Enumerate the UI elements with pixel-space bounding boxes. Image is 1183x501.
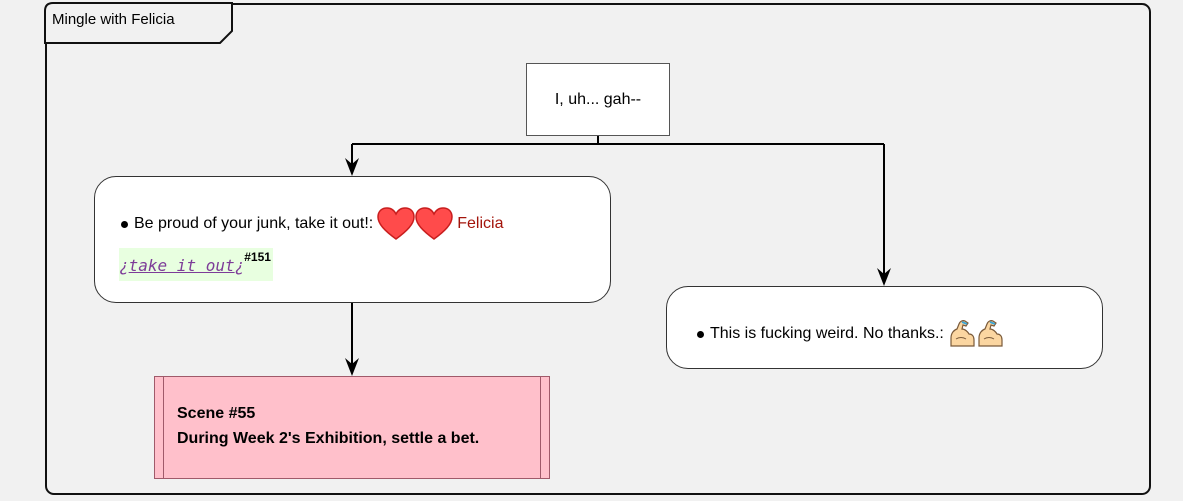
flexed-biceps-icon <box>978 320 1003 347</box>
action-label: ¿take it out¿ <box>119 256 245 275</box>
action-tag: ¿take it out¿ #151 <box>119 248 273 281</box>
choice-line: Be proud of your junk, take it out!: Fel… <box>121 207 503 241</box>
action-number: #151 <box>244 250 271 264</box>
affection-icons <box>377 207 454 241</box>
scene-description: During Week 2's Exhibition, settle a bet… <box>177 430 480 447</box>
frame-title: Mingle with Felicia <box>52 11 175 28</box>
prompt-text: I, uh... gah-- <box>554 90 642 108</box>
choice-line: This is fucking weird. No thanks.: <box>697 319 1004 349</box>
arrowhead-choice-2 <box>877 268 891 286</box>
choice-node-take-it-out: Be proud of your junk, take it out!: Fel… <box>94 176 611 303</box>
choice-text: Be proud of your junk, take it out!: <box>134 215 374 232</box>
flexed-biceps-icon <box>950 320 975 347</box>
prompt-box: I, uh... gah-- <box>526 63 670 136</box>
choice-node-no-thanks: This is fucking weird. No thanks.: <box>666 286 1103 369</box>
scene-title: Scene #55 <box>177 405 256 422</box>
heart-icon <box>377 207 416 240</box>
stat-icons <box>948 319 1004 349</box>
npc-name: Felicia <box>457 215 504 232</box>
arrowhead-scene <box>345 358 359 376</box>
frame-title-tab <box>44 2 233 44</box>
bullet-icon <box>121 220 128 228</box>
bullet-icon <box>697 330 704 338</box>
scene-text: Scene #55 During Week 2's Exhibition, se… <box>177 401 479 451</box>
arrowhead-choice-1 <box>345 158 359 176</box>
choice-text: This is fucking weird. No thanks.: <box>710 325 944 342</box>
heart-icon <box>415 207 454 240</box>
scene-node: Scene #55 During Week 2's Exhibition, se… <box>154 376 550 479</box>
